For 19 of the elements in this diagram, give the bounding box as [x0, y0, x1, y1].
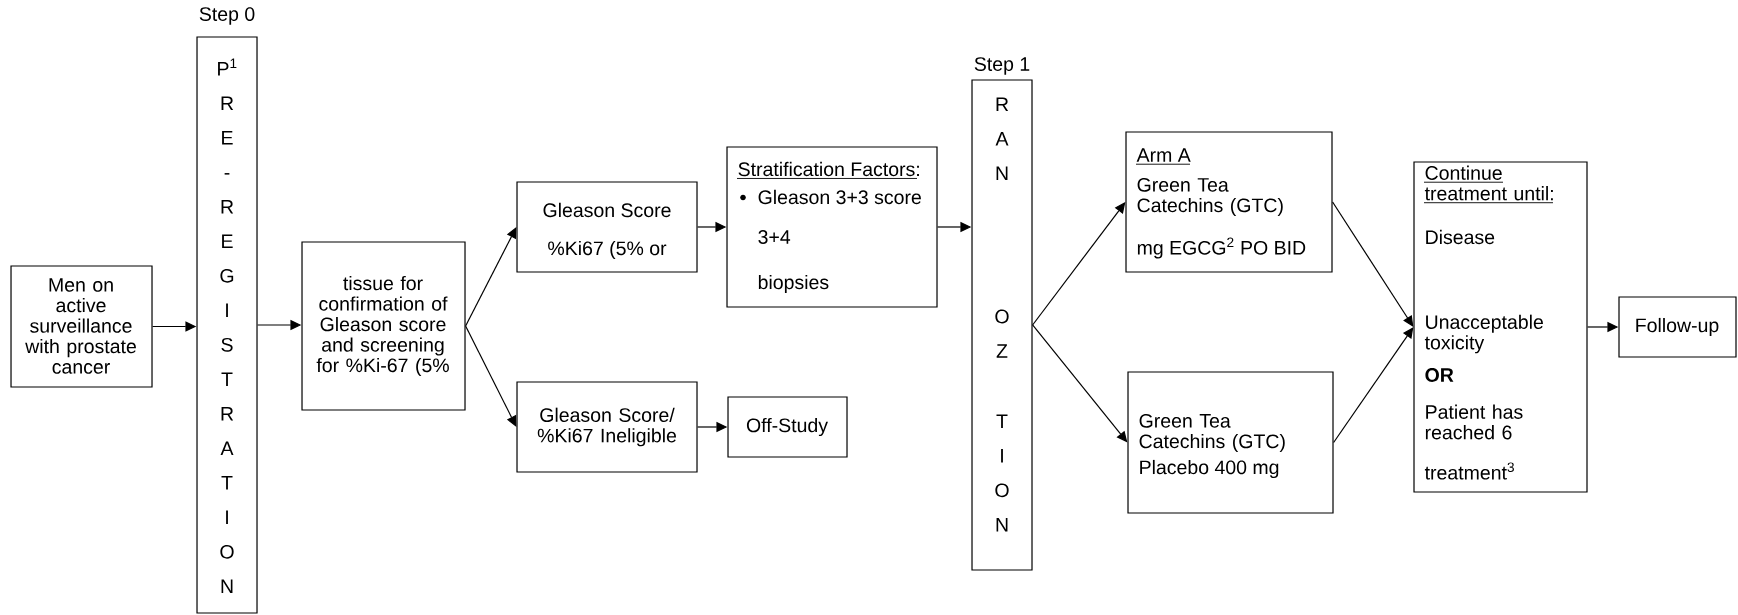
process-box: Men on active surveillance with prostate cancer [10, 265, 153, 388]
node-label: Step 0 [199, 7, 255, 25]
arrow [1333, 327, 1414, 444]
process-box: Gleason Score/ %Ki67 Ineligible [516, 381, 698, 473]
arrow [465, 325, 517, 427]
process-box: Arm A Green Tea Catechins (GTC) mg EGCG$^{2}$ PO BID [1125, 131, 1333, 273]
step-bar: Step 0 P$^{1}$ R E - R E G I S T R A T I O N [196, 7, 258, 614]
process-box: Follow-up [1618, 296, 1737, 358]
process-box: tissue for confirmation of Gleason score and screening for %Ki-67 (5% [301, 241, 466, 411]
process-box: Gleason Score %Ki67 (5% or [516, 181, 698, 273]
process-box: Off-Study [727, 396, 848, 458]
process-box: Green Tea Catechins (GTC) Placebo 400 mg [1127, 371, 1334, 514]
arrow [1032, 202, 1126, 326]
arrow [1332, 201, 1414, 327]
process-box: Continue treatment until: Disease Unacceptable toxicity OR Patient has reached 6 treatment$^{3}$ [1413, 161, 1588, 493]
arrow [465, 227, 517, 327]
node-label: Step 1 [974, 57, 1030, 75]
step-bar: Step 1 R A N O Z T I O N [971, 57, 1033, 571]
process-box: Stratification Factors: Gleason 3+3 score 3+4 biopsies [726, 146, 938, 308]
